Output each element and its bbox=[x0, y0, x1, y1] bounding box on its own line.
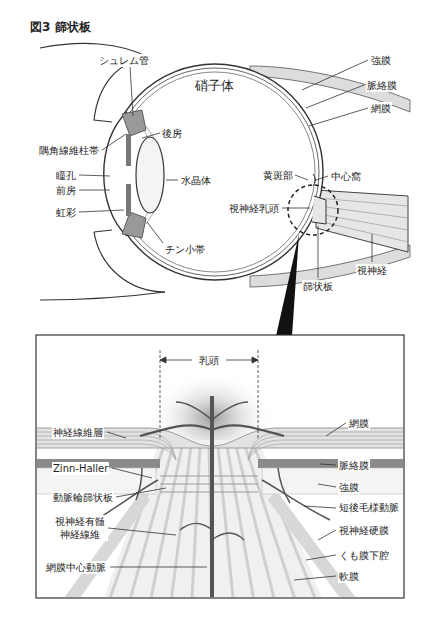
part-label: くも膜下腔 bbox=[338, 549, 390, 562]
leader-line bbox=[107, 423, 346, 580]
part-label: 視神経 bbox=[356, 264, 388, 277]
part-label: 黄斑部 bbox=[262, 169, 294, 182]
part-label: 脈絡膜 bbox=[366, 79, 398, 92]
part-label: 視神経硬膜 bbox=[338, 524, 390, 537]
part-label: 動脈輪篩状板 bbox=[52, 491, 114, 504]
part-label: チン小帯 bbox=[164, 243, 206, 256]
part-label: 隅角線維柱帯 bbox=[38, 144, 100, 157]
part-label: 脈絡膜 bbox=[338, 459, 370, 472]
part-label: 強膜 bbox=[338, 481, 360, 494]
part-label: 前房 bbox=[55, 184, 77, 197]
part-label: 網膜 bbox=[370, 102, 392, 115]
part-label: 瞳孔 bbox=[55, 169, 77, 182]
figure-title: 図3 篩状板 bbox=[30, 20, 91, 34]
part-label: 網膜中心動脈 bbox=[45, 561, 107, 574]
part-label: 網膜 bbox=[348, 417, 370, 430]
part-label: 篩状板 bbox=[302, 280, 334, 293]
part-label: 視神経乳頭 bbox=[228, 202, 280, 215]
eyelid bbox=[40, 43, 165, 300]
part-label: 虹彩 bbox=[55, 206, 77, 219]
part-label: 後房 bbox=[161, 127, 183, 140]
part-label: シュレム管 bbox=[98, 54, 150, 67]
part-label: 強膜 bbox=[370, 54, 392, 67]
part-label: Zinn-Haller bbox=[52, 462, 109, 475]
part-label: 中心窩 bbox=[330, 170, 362, 183]
part-label: 硝子体 bbox=[194, 78, 235, 94]
part-label: 乳頭 bbox=[198, 354, 220, 367]
leader-line bbox=[79, 60, 372, 278]
part-label: 水晶体 bbox=[180, 174, 212, 187]
part-label: 視神経有髄 神経線維 bbox=[52, 515, 108, 541]
part-label: 軟膜 bbox=[338, 570, 360, 583]
part-label: 短後毛様動脈 bbox=[338, 502, 400, 515]
part-label: 神経線維層 bbox=[52, 426, 104, 439]
